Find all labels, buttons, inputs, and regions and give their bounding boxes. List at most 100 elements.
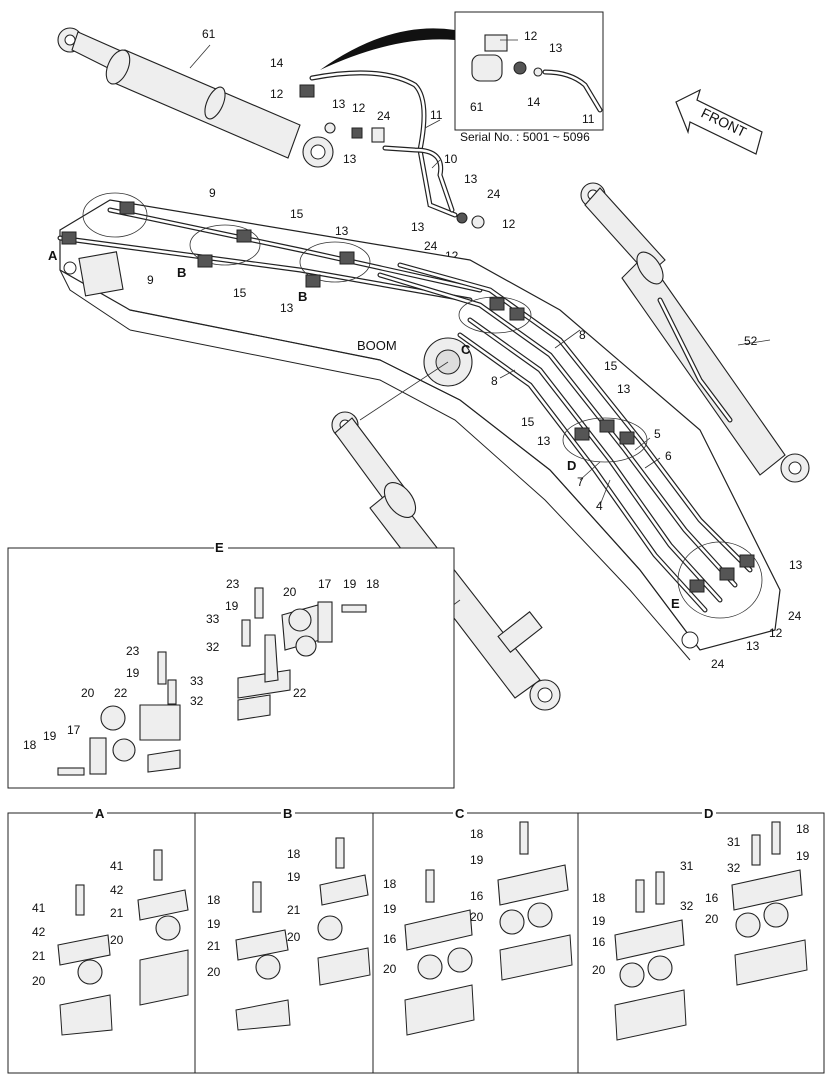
detail-d-header: D [704,806,713,821]
detail-d-callout-19: 19 [796,849,810,863]
callout-12: 12 [270,87,284,101]
detail-a-callout-20: 20 [32,974,46,988]
detail-c-callout-18: 18 [383,877,397,891]
detail-e-callout-23: 23 [226,577,240,591]
inset-callout-14: 14 [527,95,541,109]
detail-e-callout-22: 22 [293,686,307,700]
detail-e-panel [7,540,455,789]
view-marker-e: E [671,596,680,611]
boom-label: BOOM [357,338,397,353]
detail-b-callout-18: 18 [287,847,301,861]
detail-a-drawing [57,849,189,1036]
callout-15: 15 [290,207,304,221]
callout-4: 4 [596,499,603,513]
detail-c-callout-19: 19 [383,902,397,916]
detail-d-callout-18: 18 [796,822,810,836]
detail-a-callout-42: 42 [32,925,46,939]
detail-b-callout-19: 19 [287,870,301,884]
detail-c-callout-16: 16 [383,932,397,946]
detail-d-callout-18: 18 [592,891,606,905]
detail-e-header: E [215,540,224,555]
callout-12: 12 [352,101,366,115]
detail-e-callout-33: 33 [190,674,204,688]
callout-8: 8 [491,374,498,388]
detail-d-callout-20: 20 [705,912,719,926]
inset-callout-12: 12 [524,29,538,43]
detail-e-callout-19: 19 [126,666,140,680]
callout-9: 9 [209,186,216,200]
callout-13: 13 [335,224,349,238]
detail-b-drawing [235,837,371,1031]
front-arrow-icon: FRONT [675,88,763,155]
callout-6: 6 [665,449,672,463]
callout-11: 11 [430,108,443,122]
detail-e-callout-18: 18 [366,577,380,591]
detail-e-callout-32: 32 [190,694,204,708]
boom-cylinder-51 [331,411,561,711]
detail-b-callout-20: 20 [287,930,301,944]
callout-61: 61 [202,27,216,41]
callout-12: 12 [769,626,783,640]
callout-13: 13 [617,382,631,396]
view-marker-b: B [177,265,186,280]
detail-e-callout-19: 19 [43,729,57,743]
callout-24: 24 [377,109,391,123]
boom-structure [59,199,781,661]
detail-d-callout-31: 31 [680,859,694,873]
detail-e-callout-23: 23 [126,644,140,658]
callout-13: 13 [537,434,551,448]
callout-13: 13 [280,301,294,315]
detail-a-callout-42: 42 [110,883,124,897]
callout-24: 24 [711,657,725,671]
callout-7: 7 [577,475,584,489]
detail-a-callout-41: 41 [32,901,46,915]
detail-e-callout-20: 20 [81,686,95,700]
detail-d-callout-32: 32 [680,899,694,913]
detail-b-callout-21: 21 [207,939,221,953]
callout-13: 13 [411,220,425,234]
serial-note: Serial No. : 5001 ~ 5096 [460,130,590,144]
detail-c-callout-19: 19 [470,853,484,867]
detail-e-callout-18: 18 [23,738,37,752]
callout-24: 24 [788,609,802,623]
callout-9: 9 [147,273,154,287]
detail-e-callout-33: 33 [206,612,220,626]
callout-13: 13 [746,639,760,653]
detail-b-header: B [283,806,292,821]
detail-a-callout-20: 20 [110,933,124,947]
view-marker-c: C [461,342,471,357]
detail-e-callout-17: 17 [67,723,81,737]
callout-52: 52 [744,334,758,348]
detail-a-callout-21: 21 [32,949,46,963]
callout-13: 13 [343,152,357,166]
detail-b-callout-20: 20 [207,965,221,979]
detail-b-callout-19: 19 [207,917,221,931]
detail-e-callout-22: 22 [114,686,128,700]
detail-d-callout-31: 31 [727,835,741,849]
arm-cylinder-61 [57,27,334,168]
callout-15: 15 [604,359,618,373]
pipes-boom-main [377,262,763,619]
callout-24: 24 [424,239,438,253]
detail-e-callout-19: 19 [225,599,239,613]
view-marker-b: B [298,289,307,304]
detail-a-callout-21: 21 [110,906,124,920]
detail-a-header: A [95,806,105,821]
detail-c-callout-18: 18 [470,827,484,841]
inset-callout-11: 11 [582,112,595,126]
detail-d-drawing [614,821,808,1041]
callout-15: 15 [521,415,535,429]
detail-e-callout-32: 32 [206,640,220,654]
detail-e-callout-17: 17 [318,577,332,591]
detail-c-callout-20: 20 [383,962,397,976]
callout-14: 14 [270,56,284,70]
detail-e-callout-19: 19 [343,577,357,591]
detail-c-callout-20: 20 [470,910,484,924]
boom-cylinder-52 [580,182,810,483]
detail-d-callout-19: 19 [592,914,606,928]
view-marker-d: D [567,458,576,473]
pipes-9 [57,192,483,303]
serial-inset: 12 13 61 14 11 Serial No. : 5001 ~ 5096 [320,11,604,144]
